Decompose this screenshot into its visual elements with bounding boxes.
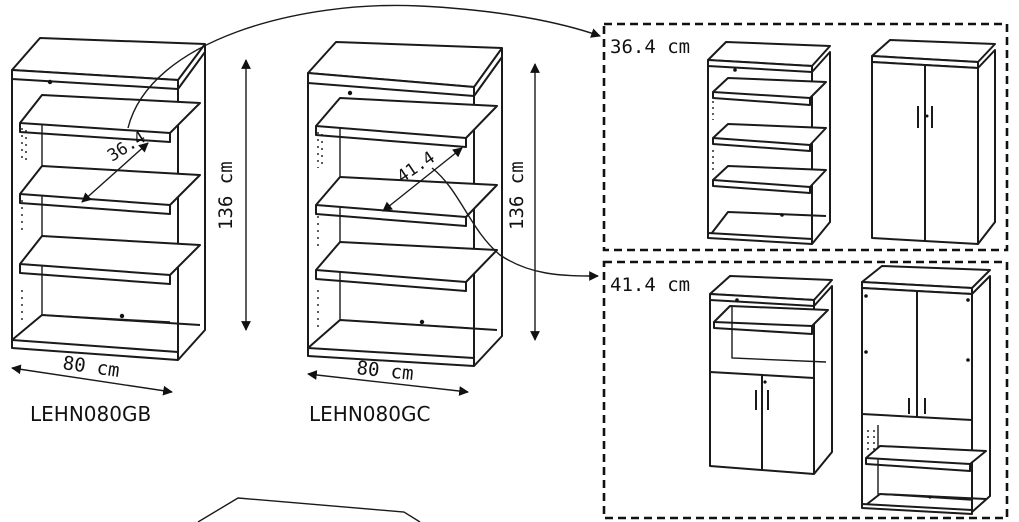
depth-label-gb: 36.4 xyxy=(104,128,149,167)
connector-arrow-41 xyxy=(431,167,599,281)
tall-combo-cabinet xyxy=(861,265,991,515)
width-label-gb: 80 cm xyxy=(61,352,121,382)
half-door-cabinet xyxy=(709,275,833,475)
product-code-gc: LEHN080GC xyxy=(309,402,430,426)
connector-arrow-36 xyxy=(127,4,601,129)
height-label-gc: 136 cm xyxy=(506,161,528,230)
small-open-shelf xyxy=(707,41,831,245)
bookcase-gc-illustration xyxy=(307,41,503,367)
variant-label-41: 41.4 cm xyxy=(610,274,690,296)
partial-bottom-shelf xyxy=(197,497,421,522)
small-closed-cabinet xyxy=(871,39,996,245)
bookcase-gb-illustration xyxy=(11,37,206,361)
height-label-gb: 136 cm xyxy=(215,161,237,230)
variant-box-36 xyxy=(602,22,1009,252)
product-code-gb: LEHN080GB xyxy=(30,402,151,426)
variant-box-41 xyxy=(602,260,1009,520)
variant-label-36: 36.4 cm xyxy=(610,36,690,58)
